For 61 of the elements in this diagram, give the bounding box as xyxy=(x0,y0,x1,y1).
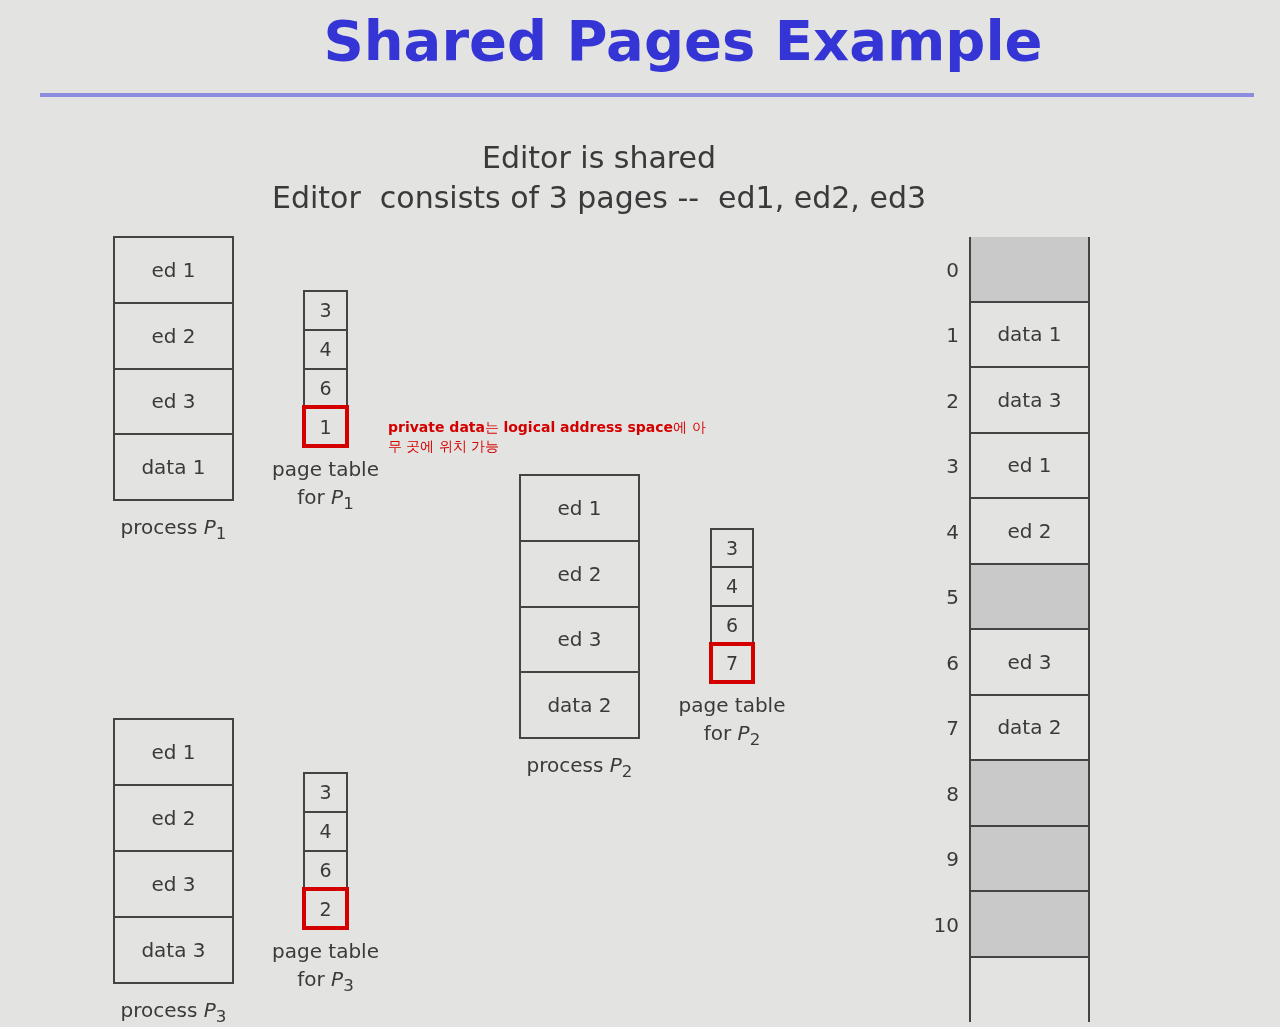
frame-number: 7 xyxy=(712,644,752,681)
page-cell: data 1 xyxy=(115,435,232,499)
page-cell: ed 3 xyxy=(521,607,638,674)
memory-frame: data 3 xyxy=(971,368,1088,434)
frame-index: 5 xyxy=(945,585,959,610)
page-table xyxy=(710,528,754,683)
page-cell: ed 2 xyxy=(115,303,232,370)
frame-index: 4 xyxy=(945,519,959,544)
page-cell: ed 1 xyxy=(115,720,232,786)
free-frame xyxy=(971,826,1088,892)
memory-frame: ed 3 xyxy=(971,630,1088,696)
process-page-stack xyxy=(113,236,234,501)
frame-index: 1 xyxy=(945,323,959,348)
memory-frame: data 1 xyxy=(971,302,1088,368)
frame-index: 7 xyxy=(945,716,959,741)
subtitle: Editor consists of 3 pages -- ed1, ed2, ed3 xyxy=(270,180,927,215)
page-table xyxy=(303,290,348,447)
subtitle: Editor is shared xyxy=(481,140,717,175)
page-cell: data 3 xyxy=(115,918,232,982)
stack-caption: process P$_{3}$ xyxy=(119,997,228,1027)
stack-caption: process P$_{2}$ xyxy=(525,752,634,783)
frame-number: 6 xyxy=(305,369,346,409)
slide-title: Shared Pages Example xyxy=(322,8,1044,73)
page-table xyxy=(303,772,348,929)
frame-index: 0 xyxy=(945,257,959,282)
annotation-note: private data는 logical address space에 아무 곳에 위치 가능 xyxy=(388,418,707,456)
frame-number: 4 xyxy=(305,812,346,852)
frame-index: 6 xyxy=(945,650,959,675)
page-cell: ed 2 xyxy=(115,786,232,852)
page-cell: ed 3 xyxy=(115,852,232,918)
frame-number: 4 xyxy=(712,568,752,607)
frame-number: 3 xyxy=(305,774,346,813)
frame-index: 8 xyxy=(945,781,959,806)
process-page-stack xyxy=(519,474,640,739)
table-caption: page table for P$_{3}$ xyxy=(271,938,380,997)
frame-number: 6 xyxy=(712,606,752,645)
stack-caption: process P$_{1}$ xyxy=(119,514,228,545)
frame-number: 3 xyxy=(712,530,752,569)
frame-index: 2 xyxy=(945,388,959,413)
frame-index: 3 xyxy=(945,454,959,479)
free-frame xyxy=(971,237,1088,303)
frame-number: 2 xyxy=(305,890,346,927)
page-cell: data 2 xyxy=(521,673,638,737)
memory-frame: ed 1 xyxy=(971,433,1088,499)
free-frame xyxy=(971,892,1088,958)
table-caption: page table for P$_{1}$ xyxy=(271,456,380,515)
frame-number: 3 xyxy=(305,292,346,331)
frame-index: 9 xyxy=(945,847,959,872)
free-frame xyxy=(971,564,1088,630)
free-frame xyxy=(971,761,1088,827)
page-cell: ed 1 xyxy=(521,476,638,542)
page-cell: ed 2 xyxy=(521,541,638,608)
frame-number: 4 xyxy=(305,330,346,370)
frame-index: 10 xyxy=(932,912,959,937)
process-page-stack xyxy=(113,718,234,984)
frame-number: 6 xyxy=(305,851,346,891)
page-cell: ed 1 xyxy=(115,238,232,304)
physical-memory-column xyxy=(969,237,1090,1022)
frame-number: 1 xyxy=(305,408,346,445)
table-caption: page table for P$_{2}$ xyxy=(677,692,787,751)
page-cell: ed 3 xyxy=(115,369,232,436)
